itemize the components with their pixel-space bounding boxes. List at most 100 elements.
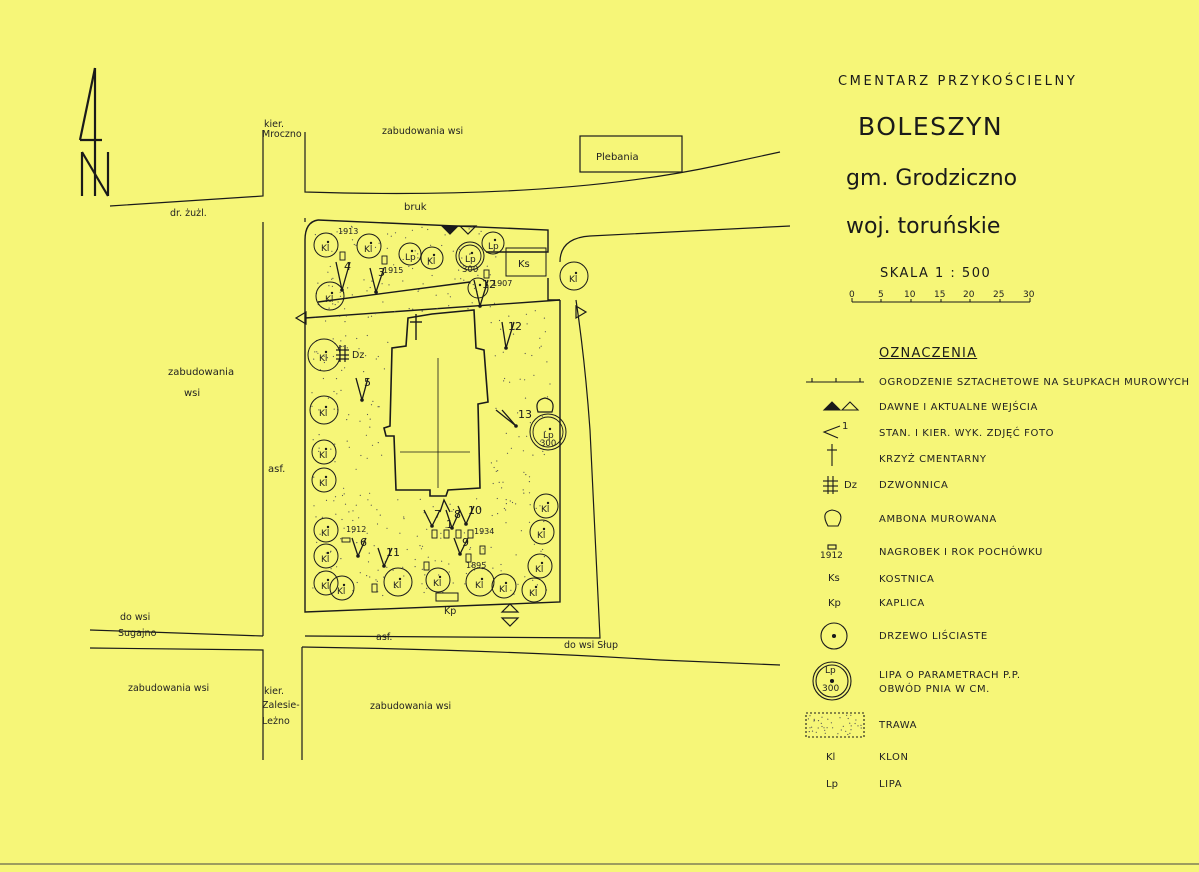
photo-point-11: 11 bbox=[377, 546, 400, 568]
legend-photo-number: 1 bbox=[842, 421, 849, 432]
photo-number: 1 bbox=[446, 518, 453, 531]
label-asf-bottom: asf. bbox=[376, 632, 392, 643]
map-labels: kier. Mroczno zabudowania wsi Plebania d… bbox=[118, 119, 639, 727]
legend-photo-label: STAN. I KIER. WYK. ZDJĘĆ FOTO bbox=[879, 428, 1055, 439]
legend-photo-icon bbox=[822, 425, 841, 439]
label-ks: Ks bbox=[518, 259, 530, 270]
photo-point-12: 12 bbox=[501, 320, 522, 350]
label-do-wsi-slup: do wsi Słup bbox=[564, 640, 618, 651]
tree-label: Kl bbox=[475, 581, 483, 591]
tree-15: Kl bbox=[313, 543, 339, 569]
photo-number: 11 bbox=[386, 546, 400, 559]
north-arrow-icon bbox=[78, 67, 110, 197]
ossuary-building bbox=[505, 247, 547, 277]
photo-point-5: 5 bbox=[355, 376, 371, 403]
entrance-icons bbox=[294, 225, 588, 627]
tree-label: Kl bbox=[321, 555, 329, 565]
legend-maple-label: KLON bbox=[879, 752, 909, 763]
photo-number: 10 bbox=[468, 504, 482, 517]
tree-4: Kl bbox=[420, 246, 444, 270]
belfry-icon bbox=[336, 345, 349, 362]
tree-7: Kl bbox=[315, 281, 345, 311]
label-kier-mroczno-2: Mroczno bbox=[262, 129, 302, 140]
tree-label: Kl bbox=[393, 581, 401, 591]
pulpit-icon bbox=[536, 397, 554, 413]
grass-area bbox=[311, 225, 862, 736]
tree-label: Kl bbox=[541, 505, 549, 515]
photo-number: 3 bbox=[378, 266, 385, 279]
tree-18: Kl bbox=[383, 567, 413, 597]
photo-point-7: 7 bbox=[423, 508, 441, 528]
tree-14: Kl bbox=[313, 517, 339, 543]
legend-dz-symbol: Dz bbox=[844, 480, 857, 491]
tree-12: Kl bbox=[311, 439, 337, 465]
tree-label: Kl bbox=[321, 582, 329, 592]
photo-point-8: 8 bbox=[445, 508, 461, 530]
label-do-wsi-sugajno-2: Sugajno bbox=[118, 628, 157, 639]
photo-number: 7 bbox=[434, 508, 441, 521]
label-dz: Dz bbox=[352, 350, 364, 361]
church-footprint bbox=[383, 309, 489, 497]
tree-21: Kl bbox=[491, 573, 517, 599]
tree-label: Lp bbox=[488, 242, 499, 252]
photo-number: 12 bbox=[482, 278, 496, 291]
map-title: BOLESZYN bbox=[858, 112, 1004, 141]
tree-label: Lp bbox=[405, 253, 416, 263]
year-1915: 1915 bbox=[383, 266, 403, 275]
tree-label: Lp bbox=[543, 431, 554, 441]
plebania-building bbox=[579, 135, 683, 173]
tombs bbox=[339, 251, 490, 593]
legend-linden-label-2: OBWÓD PNIA W CM. bbox=[879, 684, 990, 695]
legend-symbols bbox=[805, 378, 865, 738]
legend-old-entrance-icon bbox=[822, 401, 842, 411]
scale-label: SKALA 1 : 500 bbox=[880, 266, 992, 281]
photo-number: 6 bbox=[360, 536, 367, 549]
legend-ossuary-label: KOSTNICA bbox=[879, 574, 935, 585]
year-1934: 1934 bbox=[474, 527, 494, 536]
legend-chapel-label: KAPLICA bbox=[879, 598, 925, 609]
label-zabudowania-bottom-left: zabudowania wsi bbox=[128, 683, 209, 694]
scale-tick-0: 0 bbox=[849, 290, 855, 300]
legend-pulpit-label: AMBONA MUROWANA bbox=[879, 514, 997, 525]
tree-16: Kl bbox=[313, 570, 339, 596]
photo-point-10: 10 bbox=[457, 504, 482, 526]
legend-lp-short-symbol: Lp bbox=[826, 779, 838, 790]
legend-grass-icon bbox=[805, 712, 865, 738]
tree-label: Kl bbox=[364, 245, 372, 255]
tree-24: Kl bbox=[529, 519, 555, 545]
legend-tree-icon bbox=[820, 622, 848, 650]
photo-number: 8 bbox=[454, 508, 461, 521]
photo-number: 9 bbox=[462, 536, 469, 549]
tree-3: Lp bbox=[398, 242, 422, 266]
scale-bar bbox=[851, 298, 1031, 303]
tree-13: Kl bbox=[311, 467, 337, 493]
tree-label: Kl bbox=[325, 295, 333, 305]
label-kp: Kp bbox=[444, 606, 456, 617]
photo-point-3: 3 bbox=[369, 266, 385, 295]
legend-grass-label: TRAWA bbox=[879, 720, 918, 731]
photo-point-4: 4 bbox=[335, 260, 351, 292]
tree-6: Lp bbox=[481, 231, 505, 255]
legend-pulpit-icon bbox=[824, 509, 842, 527]
photo-point-6: 6 bbox=[351, 536, 367, 558]
label-do-wsi-sugajno-1: do wsi bbox=[120, 612, 150, 623]
legend-lp-symbol: Lp bbox=[825, 666, 836, 676]
tree-circumference: 300 bbox=[462, 265, 478, 275]
legend-fence-label: OGRODZENIE SZTACHETOWE NA SŁUPKACH MUROW… bbox=[879, 377, 1190, 388]
label-bruk: bruk bbox=[404, 202, 427, 213]
tree-label: Kl bbox=[529, 589, 537, 599]
year-1913: 1913 bbox=[338, 227, 358, 236]
legend-ks-symbol: Ks bbox=[828, 573, 840, 584]
tree-label: Kl bbox=[321, 244, 329, 254]
tree-label: Kl bbox=[319, 479, 327, 489]
tree-label: Kl bbox=[537, 531, 545, 541]
label-kier-zalesie-3: Leżno bbox=[262, 716, 290, 727]
tree-1: Kl bbox=[313, 232, 339, 258]
label-kier-zalesie-2: Zalesie- bbox=[262, 700, 300, 711]
label-kier-mroczno-1: kier. bbox=[264, 119, 284, 130]
tree-label: Kl bbox=[535, 565, 543, 575]
tree-20: Kl bbox=[465, 567, 495, 597]
